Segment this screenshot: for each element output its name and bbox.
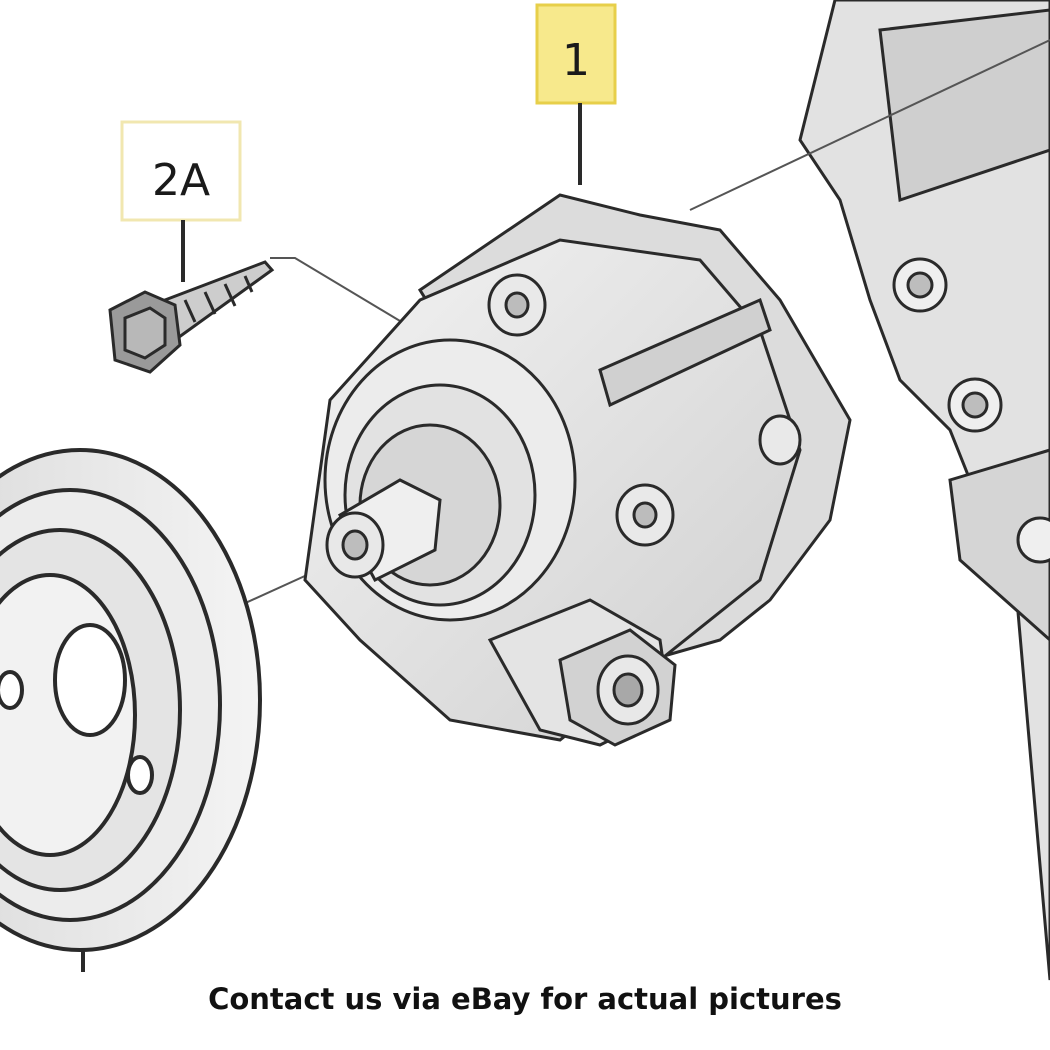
pulley [0,448,262,972]
bolt [108,260,275,374]
callout-2a-box [120,120,242,222]
callout-1-label: 1 [562,35,590,86]
callout-2a: 2A [120,120,242,282]
caption-text: Contact us via eBay for actual pictures [208,982,842,1016]
power-steering-pump [303,193,852,747]
callout-1-box [535,3,617,105]
engine-bracket [798,0,1050,981]
callout-2a-label: 2A [152,155,210,206]
callout-1: 1 [535,3,617,185]
